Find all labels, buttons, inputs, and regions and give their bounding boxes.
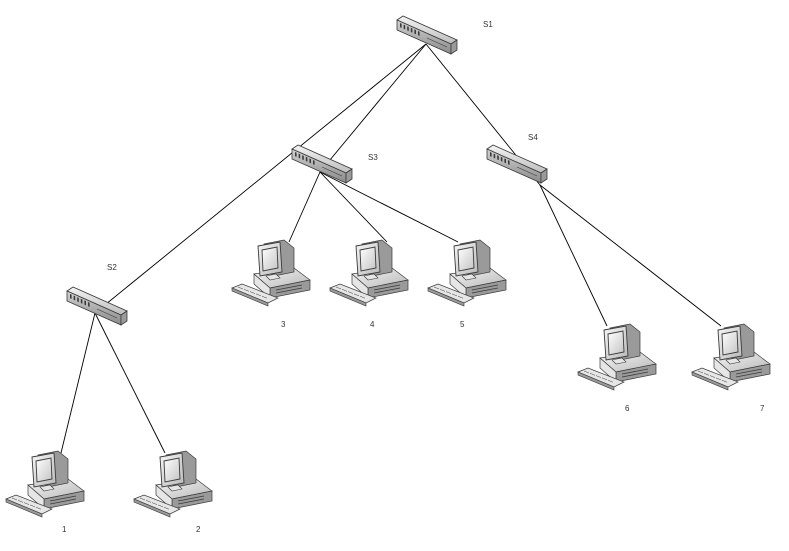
computer-pc5-icon [427, 239, 507, 307]
computer-label-1: 1 [62, 525, 67, 534]
computer-pc7-icon [691, 323, 771, 391]
computer-pc4-icon [329, 239, 409, 307]
switch-s3-icon [291, 144, 353, 184]
computer-label-2: 2 [196, 525, 201, 534]
switch-s4-icon [486, 144, 548, 184]
link-s2-pc2 [94, 312, 166, 454]
link-s3-pc3 [288, 171, 321, 243]
computer-label-3: 3 [281, 320, 286, 329]
switch-label-s1: S1 [483, 20, 493, 29]
link-s1-s3 [319, 43, 427, 173]
computer-label-6: 6 [625, 404, 630, 413]
computer-label-4: 4 [370, 320, 375, 329]
link-s4-pc6 [539, 184, 608, 327]
computer-pc1-icon [5, 450, 85, 518]
computer-label-5: 5 [460, 320, 465, 329]
switch-s2-icon [66, 286, 128, 326]
switch-label-s4: S4 [528, 133, 538, 142]
computer-pc3-icon [231, 239, 311, 307]
link-s4-pc7 [539, 184, 722, 327]
switch-label-s2: S2 [107, 263, 117, 272]
devices-layer [5, 15, 771, 518]
switch-label-s3: S3 [368, 153, 378, 162]
switch-s1-icon [396, 15, 458, 55]
computer-label-7: 7 [760, 404, 765, 413]
link-s3-pc5 [319, 171, 459, 243]
computer-pc2-icon [133, 450, 213, 518]
link-s2-pc1 [60, 312, 96, 454]
link-s3-pc4 [319, 171, 388, 243]
computer-pc6-icon [577, 323, 657, 391]
link-s1-s2 [94, 43, 427, 314]
links-layer [60, 43, 722, 454]
